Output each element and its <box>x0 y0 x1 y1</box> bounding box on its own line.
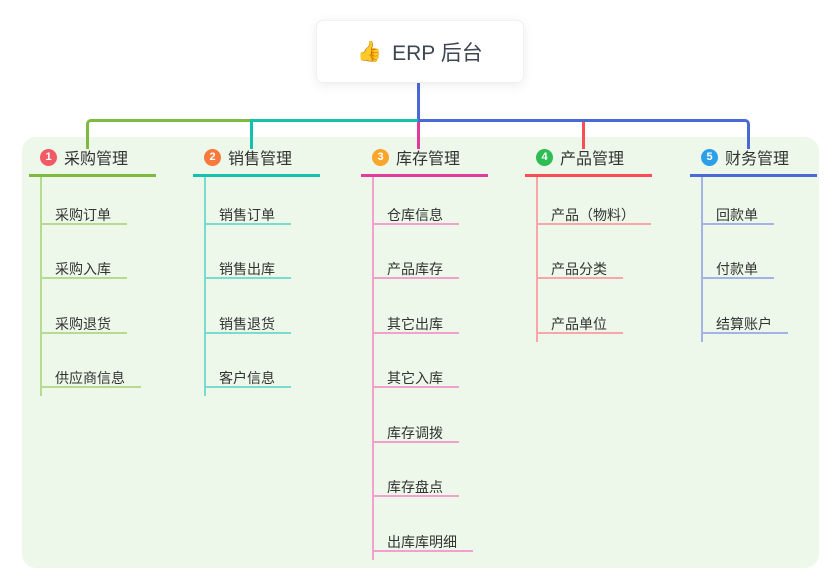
connector-elbow-branch5 <box>418 119 750 149</box>
leaf-node-label: 结算账户 <box>716 316 772 332</box>
leaf-node[interactable]: 仓库信息 <box>372 205 459 225</box>
leaf-node-label: 采购订单 <box>55 207 111 223</box>
leaf-node-label: 产品（物料） <box>551 207 635 223</box>
leaf-node-label: 销售订单 <box>219 207 275 223</box>
leaf-node-label: 采购退货 <box>55 316 111 332</box>
leaf-node[interactable]: 其它入库 <box>372 368 459 388</box>
leaf-node-label: 产品库存 <box>387 261 443 277</box>
leaf-node[interactable]: 采购入库 <box>40 259 127 279</box>
branch-node-4[interactable]: 4 产品管理 <box>525 147 652 177</box>
leaf-node-label: 仓库信息 <box>387 207 443 223</box>
leaf-node[interactable]: 出库库明细 <box>372 532 473 552</box>
branch-subtree-line <box>40 177 42 396</box>
root-node-label: ERP 后台 <box>392 41 483 65</box>
root-node[interactable]: 👍 ERP 后台 <box>316 20 524 83</box>
branch-node-3[interactable]: 3 库存管理 <box>361 147 488 177</box>
branch-subtree-line <box>536 177 538 342</box>
leaf-node-label: 供应商信息 <box>55 370 125 386</box>
branch-subtree-line <box>372 177 374 560</box>
leaf-node[interactable]: 库存调拨 <box>372 423 459 443</box>
connector-drop-branch4 <box>582 122 585 149</box>
branch-node-2[interactable]: 2 销售管理 <box>193 147 320 177</box>
leaf-node[interactable]: 供应商信息 <box>40 368 141 388</box>
branch-node-5[interactable]: 5 财务管理 <box>690 147 817 177</box>
branch-subtree-line <box>204 177 206 396</box>
leaf-node[interactable]: 产品（物料） <box>536 205 651 225</box>
leaf-node-label: 出库库明细 <box>387 534 457 550</box>
leaf-node[interactable]: 采购订单 <box>40 205 127 225</box>
branch-number-badge: 5 <box>701 148 718 166</box>
leaf-node[interactable]: 产品分类 <box>536 259 623 279</box>
branch-subtree-line <box>701 177 703 342</box>
branch-label: 销售管理 <box>228 151 293 168</box>
leaf-node[interactable]: 回款单 <box>701 205 774 225</box>
leaf-node[interactable]: 其它出库 <box>372 314 459 334</box>
branch-label: 采购管理 <box>64 151 129 168</box>
leaf-node-label: 销售出库 <box>219 261 275 277</box>
leaf-node[interactable]: 销售出库 <box>204 259 291 279</box>
branch-number-badge: 3 <box>372 148 389 166</box>
branch-label: 产品管理 <box>560 151 625 168</box>
leaf-node[interactable]: 销售退货 <box>204 314 291 334</box>
branch-number-badge: 2 <box>204 148 221 166</box>
leaf-node-label: 产品分类 <box>551 261 607 277</box>
leaf-node[interactable]: 付款单 <box>701 259 774 279</box>
leaf-node[interactable]: 产品库存 <box>372 259 459 279</box>
root-connector-line <box>417 81 420 122</box>
connector-elbow-branch1 <box>86 119 253 149</box>
thumbs-up-icon: 👍 <box>357 41 383 63</box>
leaf-node[interactable]: 销售订单 <box>204 205 291 225</box>
branch-group-background <box>22 137 819 568</box>
branch-number-badge: 1 <box>40 148 57 166</box>
connector-horizontal-teal <box>252 119 419 122</box>
leaf-node-label: 库存盘点 <box>387 479 443 495</box>
leaf-node-label: 付款单 <box>716 261 758 277</box>
leaf-node[interactable]: 客户信息 <box>204 368 291 388</box>
leaf-node-label: 其它入库 <box>387 370 443 386</box>
connector-drop-branch2 <box>250 119 253 149</box>
leaf-node-label: 产品单位 <box>551 316 607 332</box>
branch-label: 库存管理 <box>396 151 461 168</box>
leaf-node-label: 回款单 <box>716 207 758 223</box>
leaf-node-label: 其它出库 <box>387 316 443 332</box>
leaf-node[interactable]: 产品单位 <box>536 314 623 334</box>
branch-node-1[interactable]: 1 采购管理 <box>29 147 156 177</box>
branch-number-badge: 4 <box>536 148 553 166</box>
connector-drop-branch3 <box>417 122 420 149</box>
leaf-node[interactable]: 库存盘点 <box>372 477 459 497</box>
leaf-node-label: 采购入库 <box>55 261 111 277</box>
leaf-node[interactable]: 结算账户 <box>701 314 788 334</box>
branch-label: 财务管理 <box>725 151 790 168</box>
leaf-node-label: 销售退货 <box>219 316 275 332</box>
leaf-node-label: 客户信息 <box>219 370 275 386</box>
leaf-node[interactable]: 采购退货 <box>40 314 127 334</box>
leaf-node-label: 库存调拨 <box>387 425 443 441</box>
